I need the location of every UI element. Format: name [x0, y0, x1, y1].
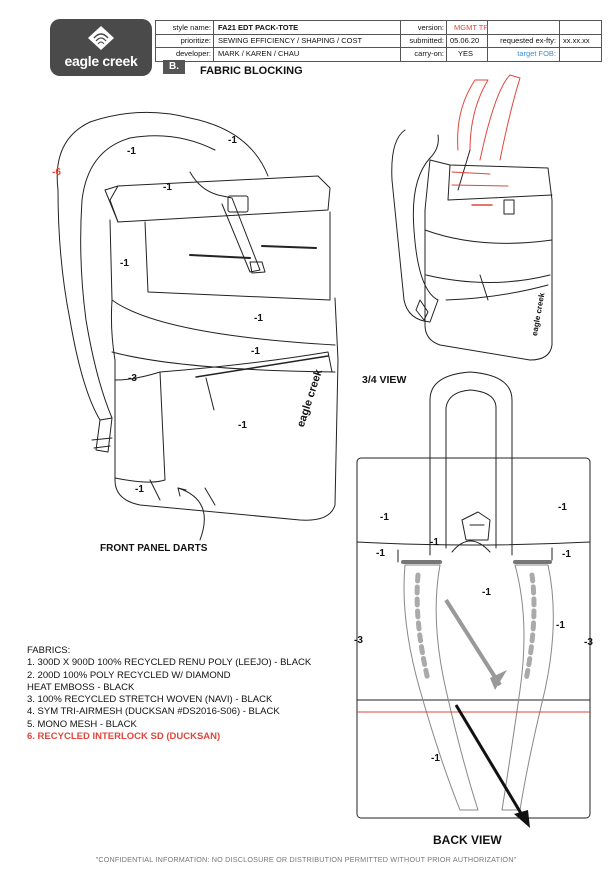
section-letter: B.	[163, 60, 185, 74]
carryon-label: carry-on:	[414, 49, 444, 58]
submitted-value: 05.06.20	[450, 36, 480, 45]
version-label: version:	[417, 23, 444, 32]
back-label-4: -1	[430, 537, 439, 548]
fabric-item: 2. 200D 100% POLY RECYCLED W/ DIAMOND	[27, 669, 231, 681]
back-label-7: -3	[584, 637, 593, 648]
back-label-10: -1	[556, 620, 565, 631]
front-label-8: -3	[128, 373, 137, 384]
back-label-5: -1	[562, 549, 571, 560]
front-label-6: -6	[52, 167, 61, 178]
back-label-1: -1	[380, 512, 389, 523]
back-label-8: -1	[482, 587, 491, 598]
back-label-6: -3	[354, 635, 363, 646]
style-name-label: style name:	[172, 23, 211, 32]
requested-value: xx.xx.xx	[563, 36, 590, 45]
front-darts-caption: FRONT PANEL DARTS	[100, 543, 208, 554]
fabric-item: HEAT EMBOSS - BLACK	[27, 681, 135, 693]
developer-value: MARK / KAREN / CHAU	[218, 49, 300, 58]
front-label-4: -1	[120, 258, 129, 269]
fabric-item: 5. MONO MESH - BLACK	[27, 718, 137, 730]
target-fob-label: target FOB:	[517, 49, 556, 58]
confidential-footer: "CONFIDENTIAL INFORMATION: NO DISCLOSURE…	[95, 855, 517, 864]
spec-header-table: style name: FA21 EDT PACK-TOTE prioritiz…	[155, 20, 602, 62]
front-label-9: -1	[238, 420, 247, 431]
eagle-mark-icon	[88, 26, 114, 50]
requested-label: requested ex-fty:	[500, 36, 556, 45]
section-title: FABRIC BLOCKING	[200, 65, 303, 77]
front-brand-print: eagle creek	[295, 367, 325, 429]
prioritize-label: prioritize:	[180, 36, 211, 45]
front-label-7: -1	[251, 346, 260, 357]
submitted-label: submitted:	[409, 36, 444, 45]
fabric-item-highlight: 6. RECYCLED INTERLOCK SD (DUCKSAN)	[27, 731, 221, 743]
logo-wordmark: eagle creek	[64, 53, 138, 69]
front-label-5: -1	[254, 313, 263, 324]
three-quarter-view-drawing	[391, 74, 553, 361]
three-quarter-brand-print: eagle creek	[530, 292, 547, 337]
three-quarter-caption: 3/4 VIEW	[362, 374, 407, 386]
style-name-value: FA21 EDT PACK-TOTE	[218, 23, 299, 32]
front-view-drawing	[56, 111, 339, 541]
developer-label: developer:	[175, 49, 211, 58]
front-label-2: -1	[228, 135, 237, 146]
version-value: MGMT TP	[454, 23, 489, 32]
back-view-caption: BACK VIEW	[433, 833, 502, 847]
fabrics-list: FABRICS: 1. 300D X 900D 100% RECYCLED RE…	[27, 645, 311, 743]
fabric-item: 3. 100% RECYCLED STRETCH WOVEN (NAVI) - …	[27, 694, 273, 706]
fabric-item: 1. 300D X 900D 100% RECYCLED RENU POLY (…	[27, 657, 312, 669]
front-label-10: -1	[135, 484, 144, 495]
back-view-drawing	[356, 371, 591, 819]
back-label-3: -1	[376, 548, 385, 559]
front-label-3: -1	[163, 182, 172, 193]
brand-logo: eagle creek	[50, 19, 152, 76]
fabric-item: 4. SYM TRI-AIRMESH (DUCKSAN #DS2016-S06)…	[27, 706, 280, 718]
front-label-1: -1	[127, 146, 136, 157]
prioritize-value: SEWING EFFICIENCY / SHAPING / COST	[218, 36, 363, 45]
back-label-2: -1	[558, 502, 567, 513]
back-label-9: -1	[431, 753, 440, 764]
carryon-value: YES	[458, 49, 474, 58]
fabrics-title: FABRICS:	[27, 645, 71, 656]
